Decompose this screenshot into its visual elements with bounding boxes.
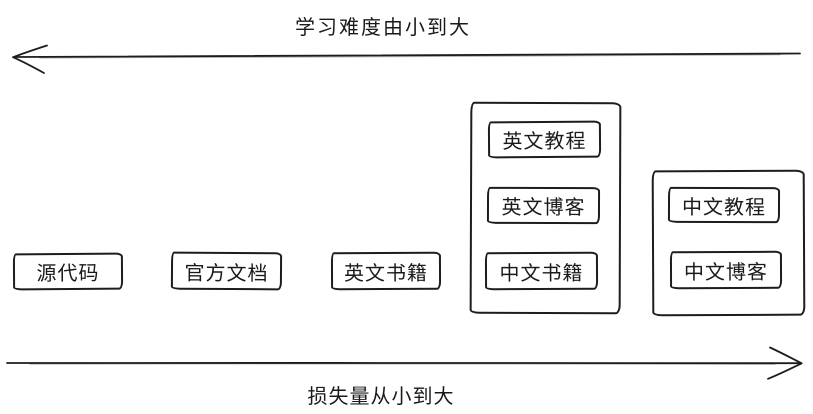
node-source-code: 源代码	[12, 252, 124, 291]
top-axis-left-arrow	[12, 44, 801, 74]
top-axis-label: 学习难度由小到大	[295, 17, 471, 39]
arrow-line-shadow	[39, 53, 781, 59]
arrow-line	[15, 52, 801, 58]
bottom-axis-right-arrow	[6, 346, 803, 380]
node-chinese-books: 中文书籍	[484, 251, 599, 291]
node-official-docs: 官方文档	[170, 251, 283, 291]
arrow-head-right-icon	[767, 362, 803, 380]
node-chinese-blogs: 中文博客	[669, 250, 783, 290]
arrow-head-left-icon	[12, 44, 48, 58]
node-english-blogs: 英文博客	[486, 186, 601, 225]
bottom-axis-label: 损失量从小到大	[307, 386, 455, 408]
node-english-books: 英文书籍	[330, 251, 442, 291]
node-chinese-tutorials: 中文教程	[667, 186, 781, 224]
arrow-head-left-icon	[12, 56, 45, 74]
arrow-head-right-icon	[769, 346, 803, 365]
node-english-tutorials: 英文教程	[487, 120, 602, 159]
